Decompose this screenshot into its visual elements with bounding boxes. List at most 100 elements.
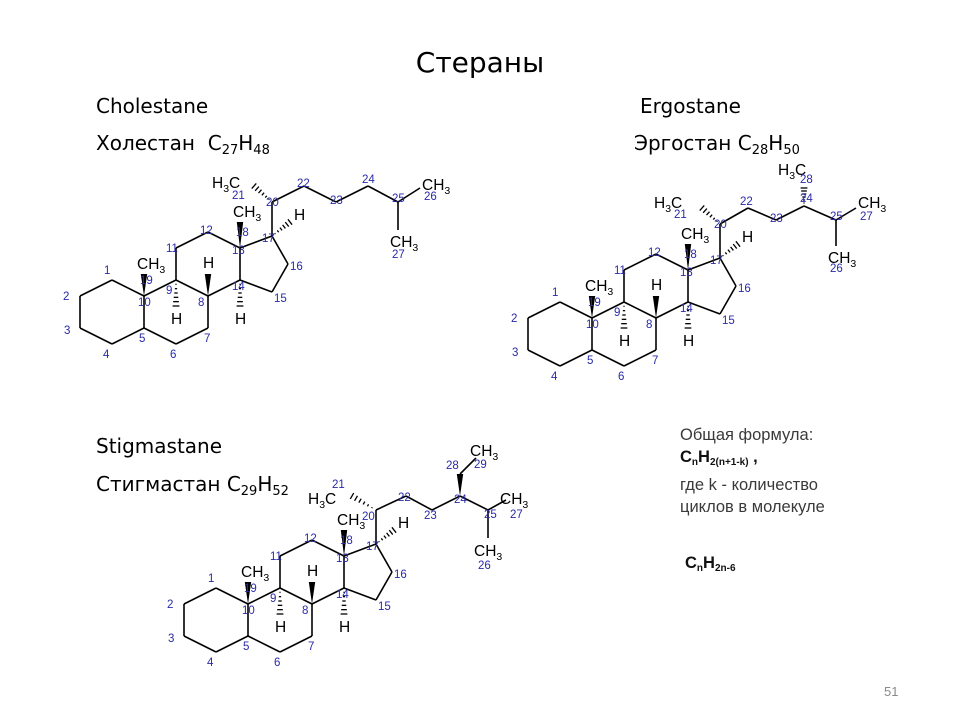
hash-bond: [282, 224, 286, 229]
bond: [375, 543, 393, 573]
methyl-group-label: H3C: [778, 162, 806, 182]
bond: [111, 327, 145, 345]
atom-number: 1: [104, 265, 110, 277]
hash-bond: [386, 532, 390, 537]
hash-bond: [730, 246, 734, 251]
bond: [459, 457, 477, 475]
bond: [527, 301, 561, 319]
atom-number: 1: [552, 287, 558, 299]
general-formula-heading: Общая формула:: [680, 426, 814, 444]
atom-number: 13: [232, 245, 245, 257]
atom-number: 25: [392, 193, 405, 205]
hash-bond: [254, 186, 260, 192]
wedge-bond: [140, 274, 148, 296]
bond: [623, 349, 657, 367]
cholestane-name-ru-formula: Холестан C27H48: [96, 131, 270, 158]
atom-number: 14: [336, 589, 349, 601]
bond: [215, 635, 249, 653]
atom-number: 11: [166, 243, 178, 255]
atom-number: 3: [168, 633, 174, 645]
atom-number: 20: [714, 219, 727, 231]
atom-number: 26: [478, 560, 491, 572]
methyl-group-label: H3C: [212, 175, 240, 195]
atom-number: 13: [336, 553, 349, 565]
bond: [559, 301, 593, 319]
hash-bond: [712, 217, 716, 220]
atom-number: 10: [242, 605, 255, 617]
bond: [803, 205, 837, 221]
bond: [175, 327, 209, 345]
atom-number: 11: [270, 551, 282, 563]
bond: [247, 587, 281, 605]
atom-number: 18: [684, 249, 697, 261]
atom-number: 6: [274, 657, 280, 669]
bond: [591, 349, 625, 367]
methyl-group-label: CH3: [390, 234, 418, 254]
wedge-bond: [684, 244, 692, 270]
hash-bond: [287, 218, 293, 226]
atom-number: 6: [170, 349, 176, 361]
bond: [279, 539, 313, 557]
bond: [247, 635, 281, 653]
hash-bond: [268, 198, 270, 201]
methyl-group-label: CH3: [241, 564, 269, 584]
atom-number: 9: [166, 285, 172, 297]
atom-number: 26: [830, 263, 843, 275]
hash-bond: [388, 529, 394, 535]
bond: [271, 235, 289, 265]
atom-number: 27: [392, 249, 405, 261]
atom-number: 2: [511, 313, 517, 325]
atom-number: 27: [510, 509, 523, 521]
bond: [375, 495, 407, 511]
bond: [527, 349, 561, 367]
hydrogen-label: H: [203, 255, 214, 272]
methyl-group-label: H3C: [654, 195, 682, 215]
hash-bond: [284, 221, 290, 227]
atom-number: 21: [332, 479, 345, 491]
atom-number: 1: [208, 573, 214, 585]
slide-title: Стераны: [415, 46, 545, 79]
atom-number: 12: [648, 247, 661, 259]
bond: [143, 327, 177, 345]
atom-number: 22: [297, 178, 310, 190]
bond: [143, 279, 177, 297]
hash-bond: [358, 498, 362, 503]
atom-number: 21: [232, 190, 245, 202]
wedge-bond: [236, 222, 244, 248]
stigmastane-name-ru-formula: Стигмастан C29H52: [96, 472, 289, 499]
hydrogen-label: H: [339, 619, 350, 636]
ergostane-name-ru: Эргостан: [634, 131, 732, 155]
bond: [459, 495, 489, 511]
atom-number: 12: [200, 225, 213, 237]
hash-bond: [724, 252, 728, 255]
atom-number: 12: [304, 533, 317, 545]
bond: [719, 257, 737, 287]
cholestane-name-ru: Холестан: [96, 131, 196, 155]
atom-number: 16: [290, 261, 303, 273]
bond: [747, 207, 777, 221]
cholestane-formula: C27H48: [207, 131, 270, 158]
hydrogen-label: H: [651, 277, 662, 294]
atom-number: 26: [424, 191, 437, 203]
bond: [405, 495, 433, 511]
hash-bond: [716, 220, 718, 223]
bond: [335, 185, 369, 203]
hash-bond: [258, 189, 262, 194]
atom-number: 24: [362, 174, 375, 186]
hash-bond: [380, 538, 384, 541]
hydrogen-label: H: [171, 311, 182, 328]
bond: [239, 235, 273, 249]
atom-number: 22: [398, 492, 411, 504]
atom-number: 28: [446, 460, 459, 472]
bond: [559, 349, 593, 367]
methyl-group-label: H3C: [308, 491, 336, 511]
ergostane-structure: CH3CH3HHHH12345678910111213141516171819H…: [511, 162, 886, 383]
atom-number: 27: [860, 211, 873, 223]
wedge-bond: [340, 530, 348, 556]
general-formula-block: Общая формула: CnH2(n+1-k) , где k - кол…: [680, 424, 825, 518]
atom-number: 24: [800, 193, 813, 205]
atom-number: 23: [424, 510, 437, 522]
hash-bond: [354, 495, 358, 502]
bond: [175, 231, 209, 249]
bond: [687, 301, 721, 315]
